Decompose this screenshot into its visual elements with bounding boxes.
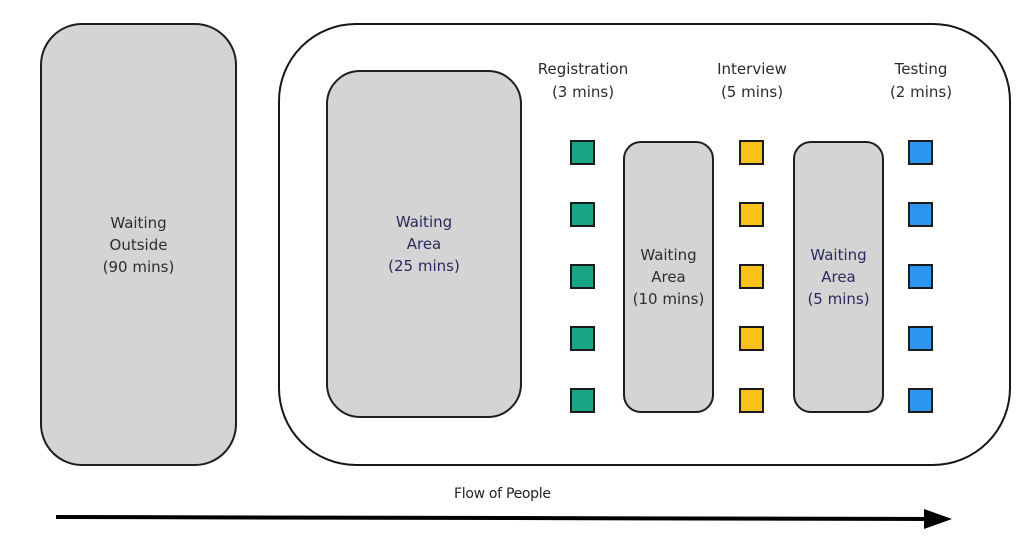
registration-header: Registration (3 mins) (537, 60, 629, 101)
interview-desk (739, 202, 764, 227)
registration-desk (570, 326, 595, 351)
flow-arrow-shaft (55, 515, 933, 521)
registration-desk (570, 264, 595, 289)
waiting-outside-label: Waiting Outside (90 mins) (102, 213, 175, 276)
testing-desk (908, 140, 933, 165)
waiting-area-3-label: Waiting Area (5 mins) (807, 246, 870, 308)
interview-desk (739, 264, 764, 289)
facility-boundary (278, 23, 1011, 466)
interview-desk (739, 140, 764, 165)
waiting-outside-box: Waiting Outside (90 mins) (40, 23, 237, 466)
waiting-area-1-label: Waiting Area (25 mins) (388, 213, 460, 275)
registration-desk (570, 388, 595, 413)
flow-arrow (55, 509, 952, 529)
waiting-area-2-label: Waiting Area (10 mins) (632, 246, 705, 308)
interview-desk (739, 326, 764, 351)
interview-header: Interview (5 mins) (717, 60, 787, 101)
waiting-area-1: Waiting Area (25 mins) (326, 70, 522, 418)
flow-label: Flow of People (454, 486, 551, 502)
registration-desk (570, 202, 595, 227)
testing-desk (908, 202, 933, 227)
interview-desk (739, 388, 764, 413)
arrow-head-icon (924, 509, 952, 529)
testing-desk (908, 264, 933, 289)
testing-desk (908, 388, 933, 413)
waiting-area-3: Waiting Area (5 mins) (793, 141, 884, 413)
registration-desk (570, 140, 595, 165)
waiting-area-2: Waiting Area (10 mins) (623, 141, 714, 413)
testing-desk (908, 326, 933, 351)
testing-header: Testing (2 mins) (889, 60, 953, 101)
